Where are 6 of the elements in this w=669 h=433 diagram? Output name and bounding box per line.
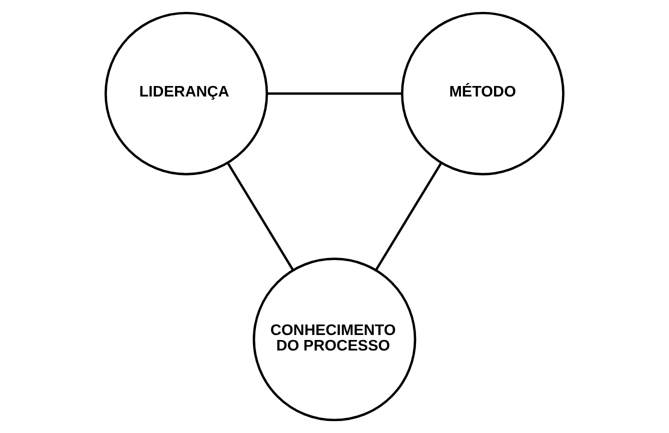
node-circle: LIDERANÇA [104, 12, 268, 176]
node-circle: MÉTODO [400, 12, 564, 176]
node-circle: CONHECIMENTO DO PROCESSO [252, 258, 416, 422]
connector [226, 162, 294, 271]
connector [267, 92, 402, 95]
connector [374, 162, 442, 271]
